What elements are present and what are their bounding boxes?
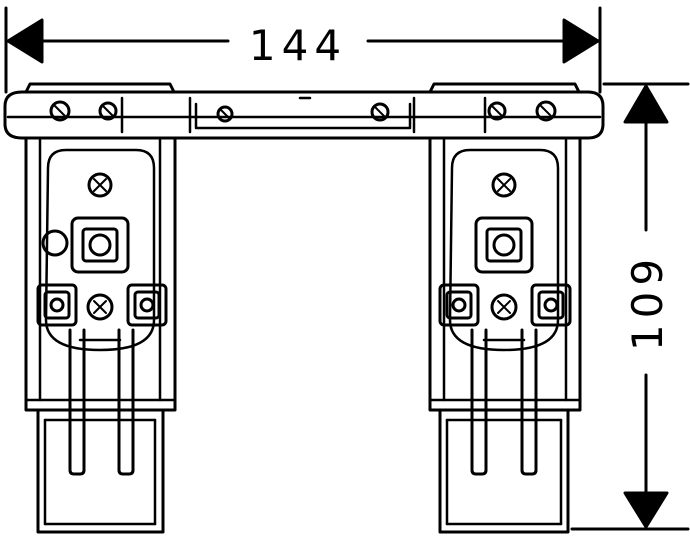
screw-icon — [487, 101, 507, 121]
screw-icon — [49, 100, 71, 122]
width-arrow-left — [6, 18, 44, 64]
height-dimension: 109 — [570, 82, 690, 531]
valve-plate — [44, 148, 156, 352]
valve-lower-box — [36, 408, 165, 534]
connector-block-left — [36, 283, 78, 327]
connector-block-right — [530, 283, 572, 327]
screw-icon — [87, 172, 113, 198]
side-port-icon — [41, 229, 69, 257]
screw-icon — [98, 101, 118, 121]
screw-icon — [535, 100, 557, 122]
valve-body-left — [24, 136, 177, 534]
rod-right — [117, 328, 135, 476]
rail-outline — [3, 90, 605, 140]
rod-right — [520, 328, 538, 476]
width-arrow-right — [562, 18, 600, 64]
valve-housing-outline — [24, 136, 177, 412]
rail-tab-left — [24, 82, 176, 94]
height-arrow-bottom — [623, 491, 669, 529]
valve-plate — [448, 148, 560, 352]
height-label: 109 — [623, 253, 672, 351]
screw-icon — [490, 293, 518, 321]
screw-icon — [86, 293, 114, 321]
connector-block-left — [438, 283, 480, 327]
height-arrow-top — [623, 84, 669, 124]
valve-spindle-icon — [474, 216, 534, 274]
mounting-rail — [3, 82, 605, 140]
rod-left — [68, 328, 86, 476]
connector-block-right — [126, 283, 168, 327]
width-dimension: 144 — [4, 6, 602, 94]
rod-left — [470, 328, 488, 476]
valve-lower-box — [438, 408, 570, 534]
valve-housing-outline — [428, 136, 582, 412]
valve-spindle-icon — [70, 216, 130, 274]
screw-icon — [370, 102, 390, 122]
rail-tab-right — [428, 82, 581, 94]
width-label: 144 — [249, 21, 347, 70]
valve-body-right — [428, 136, 582, 534]
rail-center-recess — [194, 102, 412, 130]
screw-icon — [216, 105, 234, 123]
screw-icon — [491, 172, 517, 198]
